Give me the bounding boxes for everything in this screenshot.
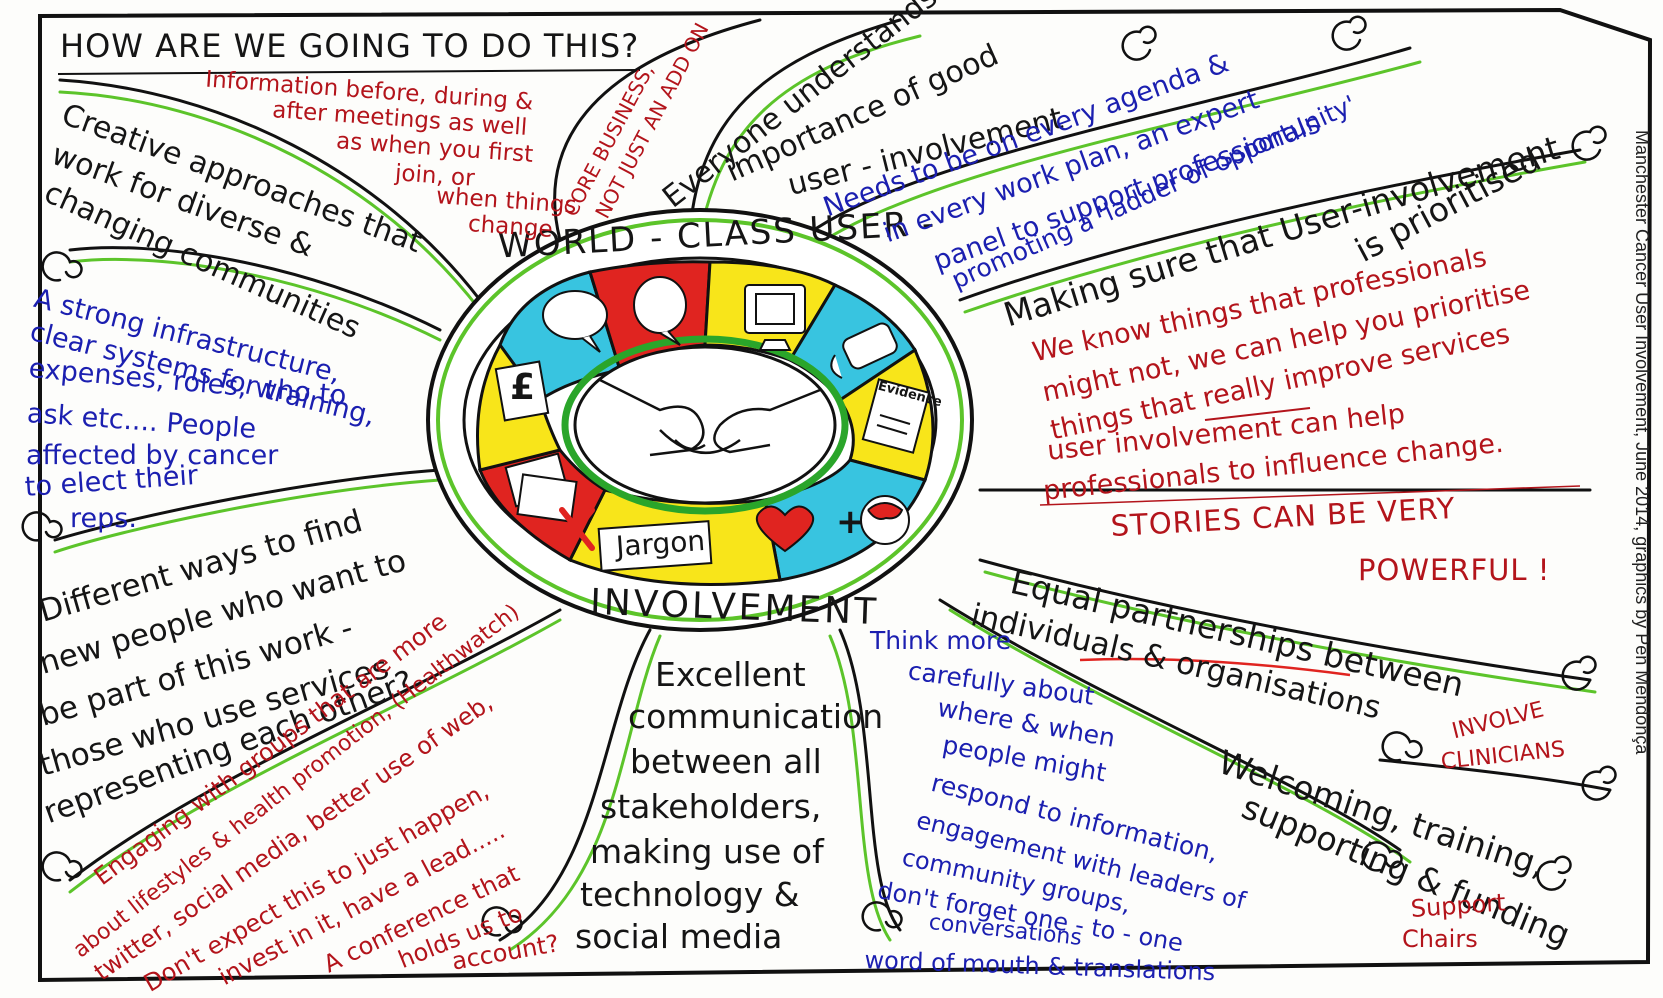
excellent-line-7: social media (575, 917, 783, 956)
excellent-line-1: Excellent (655, 655, 806, 694)
information-line-6: change (467, 211, 554, 243)
pound-card-icon (494, 360, 550, 422)
underline-really (1204, 407, 1311, 421)
excellent-line-4: stakeholders, (600, 787, 822, 826)
center-wheel (426, 208, 974, 632)
excellent-line-2: communication (628, 697, 884, 736)
center-bottom-label: INVOLVEMENT (589, 581, 880, 634)
handshake-icon (599, 378, 821, 457)
stories-line-2: POWERFUL ! (1358, 553, 1551, 587)
support-line-1: Support (1409, 888, 1507, 923)
heart-icon (755, 505, 815, 553)
speech-bubble-icon (542, 276, 687, 353)
credit-text: Manchester Cancer User Involvement, June… (1632, 130, 1652, 755)
underline-professionals (1039, 485, 1581, 506)
head-icon (860, 495, 910, 545)
page-border (38, 7, 1653, 983)
telephone-icon (830, 322, 898, 379)
excellent-line-3: between all (630, 742, 822, 781)
infrastructure-line-5: affected by cancer (26, 440, 279, 471)
evidence-book-icon (861, 378, 931, 454)
page-title: HOW ARE WE GOING TO DO THIS? (60, 27, 640, 65)
infrastructure-line-7: reps. (70, 503, 137, 534)
support-line-2: Chairs (1402, 925, 1478, 953)
title-underline (57, 69, 641, 75)
pound-label: £ (510, 367, 536, 408)
jargon-label: Jargon (614, 523, 707, 564)
excellent-line-6: technology & (580, 875, 800, 914)
branch-lines (21, 15, 1617, 952)
plus-label: + (836, 502, 865, 542)
cross-icon (559, 507, 595, 551)
excellent-line-5: making use of (590, 832, 824, 871)
underline-partnerships (1079, 657, 1351, 677)
jargon-sign-icon (597, 520, 713, 572)
computer-icon (744, 284, 806, 351)
think-more-line-1: Think more (870, 626, 1012, 655)
